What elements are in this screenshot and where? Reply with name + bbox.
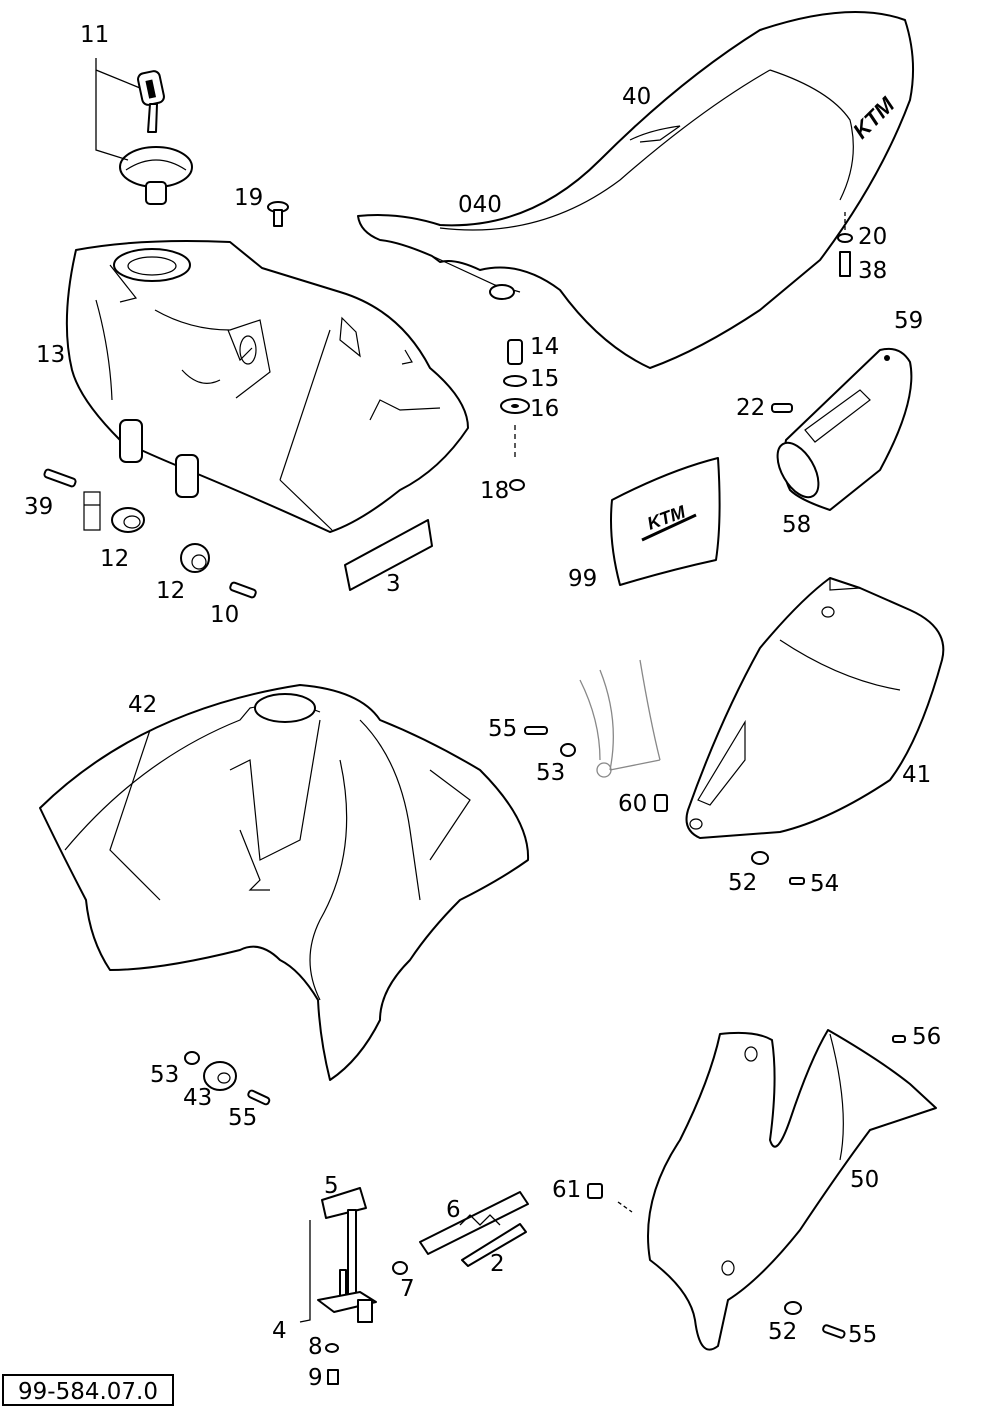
callout-41: 41 — [902, 762, 932, 788]
screw-38-part — [839, 251, 851, 277]
drawing-number: 99-584.07.0 — [2, 1374, 174, 1406]
screw-54-part — [789, 877, 805, 885]
callout-53b: 53 — [150, 1062, 180, 1088]
screw-56-part — [892, 1035, 906, 1043]
callout-13: 13 — [36, 342, 66, 368]
callout-22: 22 — [736, 395, 766, 421]
callout-39: 39 — [24, 494, 54, 520]
callout-54: 54 — [810, 871, 840, 897]
bushing-53b-part — [184, 1051, 200, 1065]
callout-42: 42 — [128, 692, 158, 718]
grommet-12a-part — [111, 507, 145, 533]
callout-60: 60 — [618, 791, 648, 817]
seal-8-part — [325, 1343, 339, 1353]
bolt-55b-part — [247, 1089, 271, 1106]
callout-58: 58 — [782, 512, 812, 538]
callout-8: 8 — [308, 1334, 323, 1360]
callout-7: 7 — [400, 1276, 415, 1302]
callout-55b: 55 — [228, 1105, 258, 1131]
bolt-55a-part — [524, 726, 548, 735]
ignition-key-part — [137, 70, 165, 133]
spacer-43-part — [203, 1061, 237, 1091]
washer-20-part — [837, 233, 853, 243]
frame-hint — [579, 659, 661, 778]
screw-19-part — [267, 201, 289, 227]
screw-9-part — [327, 1369, 339, 1385]
clip-60-part — [654, 794, 668, 812]
callout-55a: 55 — [488, 716, 518, 742]
callout-9: 9 — [308, 1365, 323, 1391]
tank-spoiler-part — [39, 684, 530, 1081]
callout-43: 43 — [183, 1085, 213, 1111]
callout-18: 18 — [480, 478, 510, 504]
callout-20: 20 — [858, 224, 888, 250]
callout-2: 2 — [490, 1251, 505, 1277]
bolt-55c-part — [822, 1324, 846, 1339]
bolt-10-part — [229, 581, 257, 599]
fuel-hose-part — [419, 1191, 529, 1255]
clamp-7-part — [392, 1261, 408, 1275]
tank-cap-part — [119, 146, 193, 205]
screw-22-part — [771, 403, 793, 413]
fuel-tank-part — [65, 240, 469, 533]
callout-10: 10 — [210, 602, 240, 628]
bolt-39-part — [43, 468, 77, 488]
callout-59: 59 — [894, 308, 924, 334]
callout-15: 15 — [530, 366, 560, 392]
fuel-tap-part — [299, 1187, 377, 1323]
callout-12a: 12 — [100, 546, 130, 572]
callout-11: 11 — [80, 22, 110, 48]
bushing-52a-part — [751, 851, 769, 865]
callout-40: 40 — [622, 84, 652, 110]
callout-52b: 52 — [768, 1319, 798, 1345]
seat-part — [357, 11, 915, 369]
grommet-12b-part — [180, 543, 210, 573]
callout-52a: 52 — [728, 870, 758, 896]
callout-6: 6 — [446, 1197, 461, 1223]
ktm-sticker-part — [610, 457, 721, 586]
spring-2-part — [461, 1223, 527, 1267]
callout-16: 16 — [530, 396, 560, 422]
callout-61: 61 — [552, 1177, 582, 1203]
callout-99: 99 — [568, 566, 598, 592]
callout-38: 38 — [858, 258, 888, 284]
callout-14: 14 — [530, 334, 560, 360]
side-cover-41-part — [685, 577, 945, 839]
bushing-52b-part — [784, 1301, 802, 1315]
callout-5: 5 — [324, 1173, 339, 1199]
callout-4: 4 — [272, 1318, 287, 1344]
toolbag-part — [776, 347, 913, 511]
callout-12b: 12 — [156, 578, 186, 604]
callout-56: 56 — [912, 1024, 942, 1050]
callout-53a: 53 — [536, 760, 566, 786]
callout-040: 040 — [458, 192, 502, 218]
tape-3-part — [344, 519, 433, 591]
callout-19: 19 — [234, 185, 264, 211]
bushing-53a-part — [560, 743, 576, 757]
side-cover-50-part — [647, 1029, 937, 1351]
fastener-stack — [500, 339, 530, 491]
callout-50: 50 — [850, 1167, 880, 1193]
clip-61-part — [587, 1183, 603, 1199]
callout-3: 3 — [386, 571, 401, 597]
callout-55c: 55 — [848, 1322, 878, 1348]
